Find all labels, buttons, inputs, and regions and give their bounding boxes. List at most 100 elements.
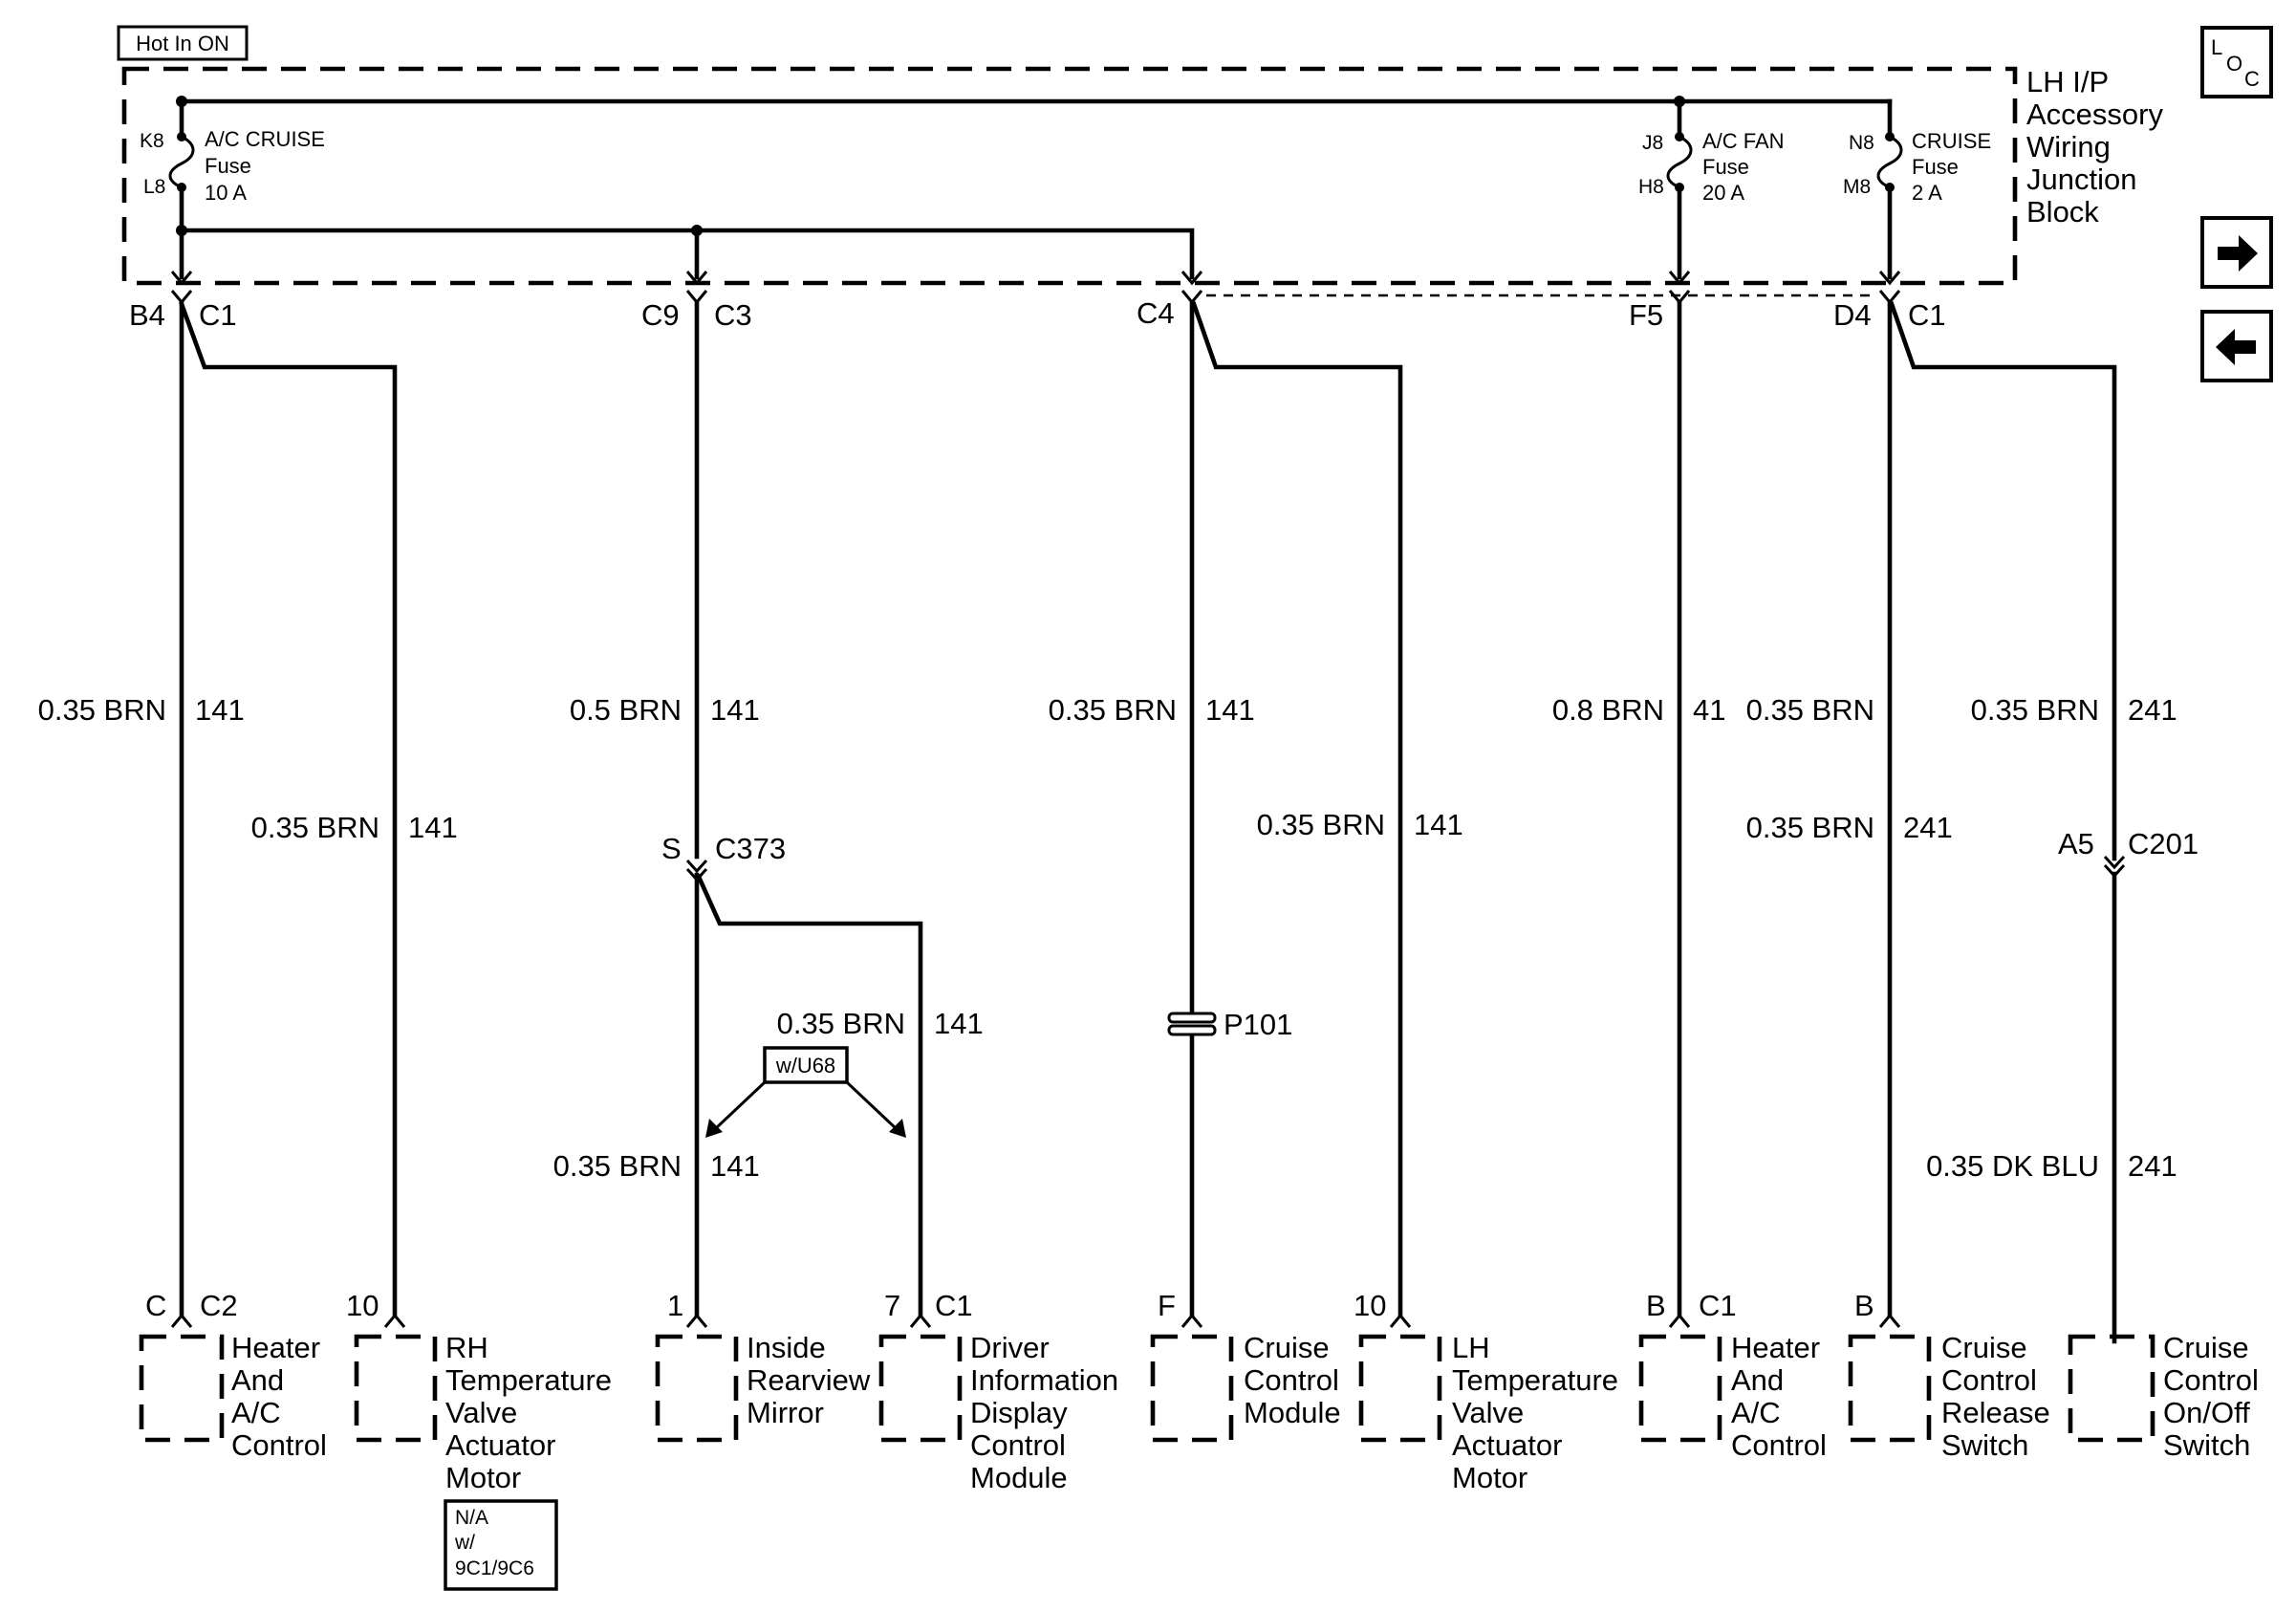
arrow-right-icon <box>2218 235 2258 272</box>
svg-text:Temperature: Temperature <box>1452 1363 1618 1397</box>
svg-text:A/C CRUISE: A/C CRUISE <box>205 127 325 151</box>
svg-text:Actuator: Actuator <box>1452 1428 1562 1462</box>
svg-text:C201: C201 <box>2128 827 2199 860</box>
svg-text:Block: Block <box>2026 195 2099 229</box>
svg-text:141: 141 <box>1205 693 1255 727</box>
splice-c373-label: S C373 <box>661 832 786 865</box>
svg-text:Cruise: Cruise <box>1941 1331 2027 1364</box>
svg-text:C9: C9 <box>641 298 680 332</box>
svg-text:Fuse: Fuse <box>1912 155 1959 179</box>
svg-text:241: 241 <box>2128 1149 2177 1183</box>
svg-text:RH: RH <box>445 1331 488 1364</box>
svg-text:0.35 BRN: 0.35 BRN <box>1746 811 1874 844</box>
svg-text:J8: J8 <box>1642 132 1663 154</box>
svg-text:141: 141 <box>408 811 458 844</box>
svg-text:141: 141 <box>710 693 760 727</box>
svg-text:Switch: Switch <box>2163 1428 2250 1462</box>
svg-text:C3: C3 <box>714 298 752 332</box>
svg-text:Control: Control <box>1244 1363 1339 1397</box>
svg-text:20 A: 20 A <box>1702 181 1744 205</box>
svg-text:Switch: Switch <box>1941 1428 2028 1462</box>
svg-text:Cruise: Cruise <box>1244 1331 1330 1364</box>
svg-text:Heater: Heater <box>1731 1331 1820 1364</box>
jb-terminal-arrows <box>170 271 1901 286</box>
component-dic-module: Driver Information Display Control Modul… <box>970 1331 1118 1494</box>
svg-text:Cruise: Cruise <box>2163 1331 2249 1364</box>
next-page-button[interactable] <box>2200 216 2273 289</box>
fused-bus <box>179 228 1195 280</box>
svg-text:C1: C1 <box>1908 298 1946 332</box>
svg-text:LH I/P: LH I/P <box>2026 65 2109 98</box>
svg-text:Temperature: Temperature <box>445 1363 612 1397</box>
wire-labels: 0.35 BRN 141 0.35 BRN 141 0.5 BRN 141 0.… <box>38 693 2177 1183</box>
svg-text:Driver: Driver <box>970 1331 1050 1364</box>
svg-text:0.8 BRN: 0.8 BRN <box>1552 693 1664 727</box>
svg-text:141: 141 <box>195 693 245 727</box>
svg-text:Motor: Motor <box>1452 1461 1527 1494</box>
svg-text:P101: P101 <box>1224 1008 1292 1041</box>
svg-text:C373: C373 <box>715 832 786 865</box>
svg-text:Control: Control <box>1941 1363 2037 1397</box>
svg-text:S: S <box>661 832 682 865</box>
svg-text:D4: D4 <box>1833 298 1872 332</box>
svg-text:Control: Control <box>2163 1363 2259 1397</box>
svg-text:L8: L8 <box>143 176 165 198</box>
svg-text:CRUISE: CRUISE <box>1912 129 1991 153</box>
location-button[interactable]: L O C <box>2200 26 2273 98</box>
svg-text:C1: C1 <box>1699 1289 1737 1322</box>
svg-text:C: C <box>2244 67 2260 91</box>
svg-text:Valve: Valve <box>1452 1396 1524 1429</box>
svg-text:Control: Control <box>970 1428 1066 1462</box>
svg-text:Actuator: Actuator <box>445 1428 555 1462</box>
svg-text:10: 10 <box>346 1289 379 1322</box>
svg-text:0.35 BRN: 0.35 BRN <box>553 1149 682 1183</box>
svg-text:141: 141 <box>1414 808 1463 841</box>
svg-text:0.5 BRN: 0.5 BRN <box>570 693 682 727</box>
svg-text:Information: Information <box>970 1363 1118 1397</box>
svg-text:141: 141 <box>710 1149 760 1183</box>
svg-text:0.35 BRN: 0.35 BRN <box>1971 693 2099 727</box>
svg-text:10 A: 10 A <box>205 181 247 205</box>
svg-text:O: O <box>2226 52 2242 76</box>
svg-text:0.35 BRN: 0.35 BRN <box>1049 693 1177 727</box>
svg-text:0.35 BRN: 0.35 BRN <box>251 811 379 844</box>
svg-text:A/C FAN: A/C FAN <box>1702 129 1785 153</box>
fuse-ac-fan: J8 H8 A/C FAN Fuse 20 A <box>1638 98 1785 280</box>
previous-page-button[interactable] <box>2200 310 2273 382</box>
circuit-wires <box>179 299 2117 1344</box>
inline-connector-c201-marks <box>2103 855 2126 879</box>
svg-text:Accessory: Accessory <box>2026 98 2163 131</box>
splice-c373-marks <box>685 859 708 882</box>
svg-text:F5: F5 <box>1629 298 1663 332</box>
arrow-left-icon <box>2216 329 2256 365</box>
svg-text:C: C <box>145 1289 166 1322</box>
junction-block-title: LH I/P Accessory Wiring Junction Block <box>2026 65 2163 229</box>
junction-block-outline <box>121 66 2018 286</box>
svg-text:Wiring: Wiring <box>2026 130 2111 163</box>
svg-text:M8: M8 <box>1843 176 1871 198</box>
svg-text:w/: w/ <box>454 1532 475 1554</box>
svg-text:B4: B4 <box>129 298 165 332</box>
svg-text:On/Off: On/Off <box>2163 1396 2250 1429</box>
svg-text:Release: Release <box>1941 1396 2050 1429</box>
svg-text:N8: N8 <box>1849 132 1874 154</box>
component-inside-rearview-mirror: Inside Rearview Mirror <box>747 1331 871 1429</box>
svg-text:C4: C4 <box>1137 296 1175 330</box>
svg-text:41: 41 <box>1693 693 1725 727</box>
svg-text:N/A: N/A <box>455 1507 488 1529</box>
svg-text:Mirror: Mirror <box>747 1396 824 1429</box>
svg-text:C1: C1 <box>199 298 237 332</box>
svg-text:B: B <box>1646 1289 1666 1322</box>
svg-text:C2: C2 <box>200 1289 238 1322</box>
svg-text:And: And <box>231 1363 284 1397</box>
component-terminal-marks <box>170 1313 1901 1328</box>
power-label-box <box>117 25 249 61</box>
component-boxes <box>139 1334 2155 1443</box>
svg-text:241: 241 <box>2128 693 2177 727</box>
svg-text:241: 241 <box>1903 811 1953 844</box>
svg-text:Module: Module <box>970 1461 1068 1494</box>
svg-text:Module: Module <box>1244 1396 1341 1429</box>
na-note-box: N/A w/ 9C1/9C6 <box>444 1499 558 1591</box>
svg-text:1: 1 <box>667 1289 683 1322</box>
